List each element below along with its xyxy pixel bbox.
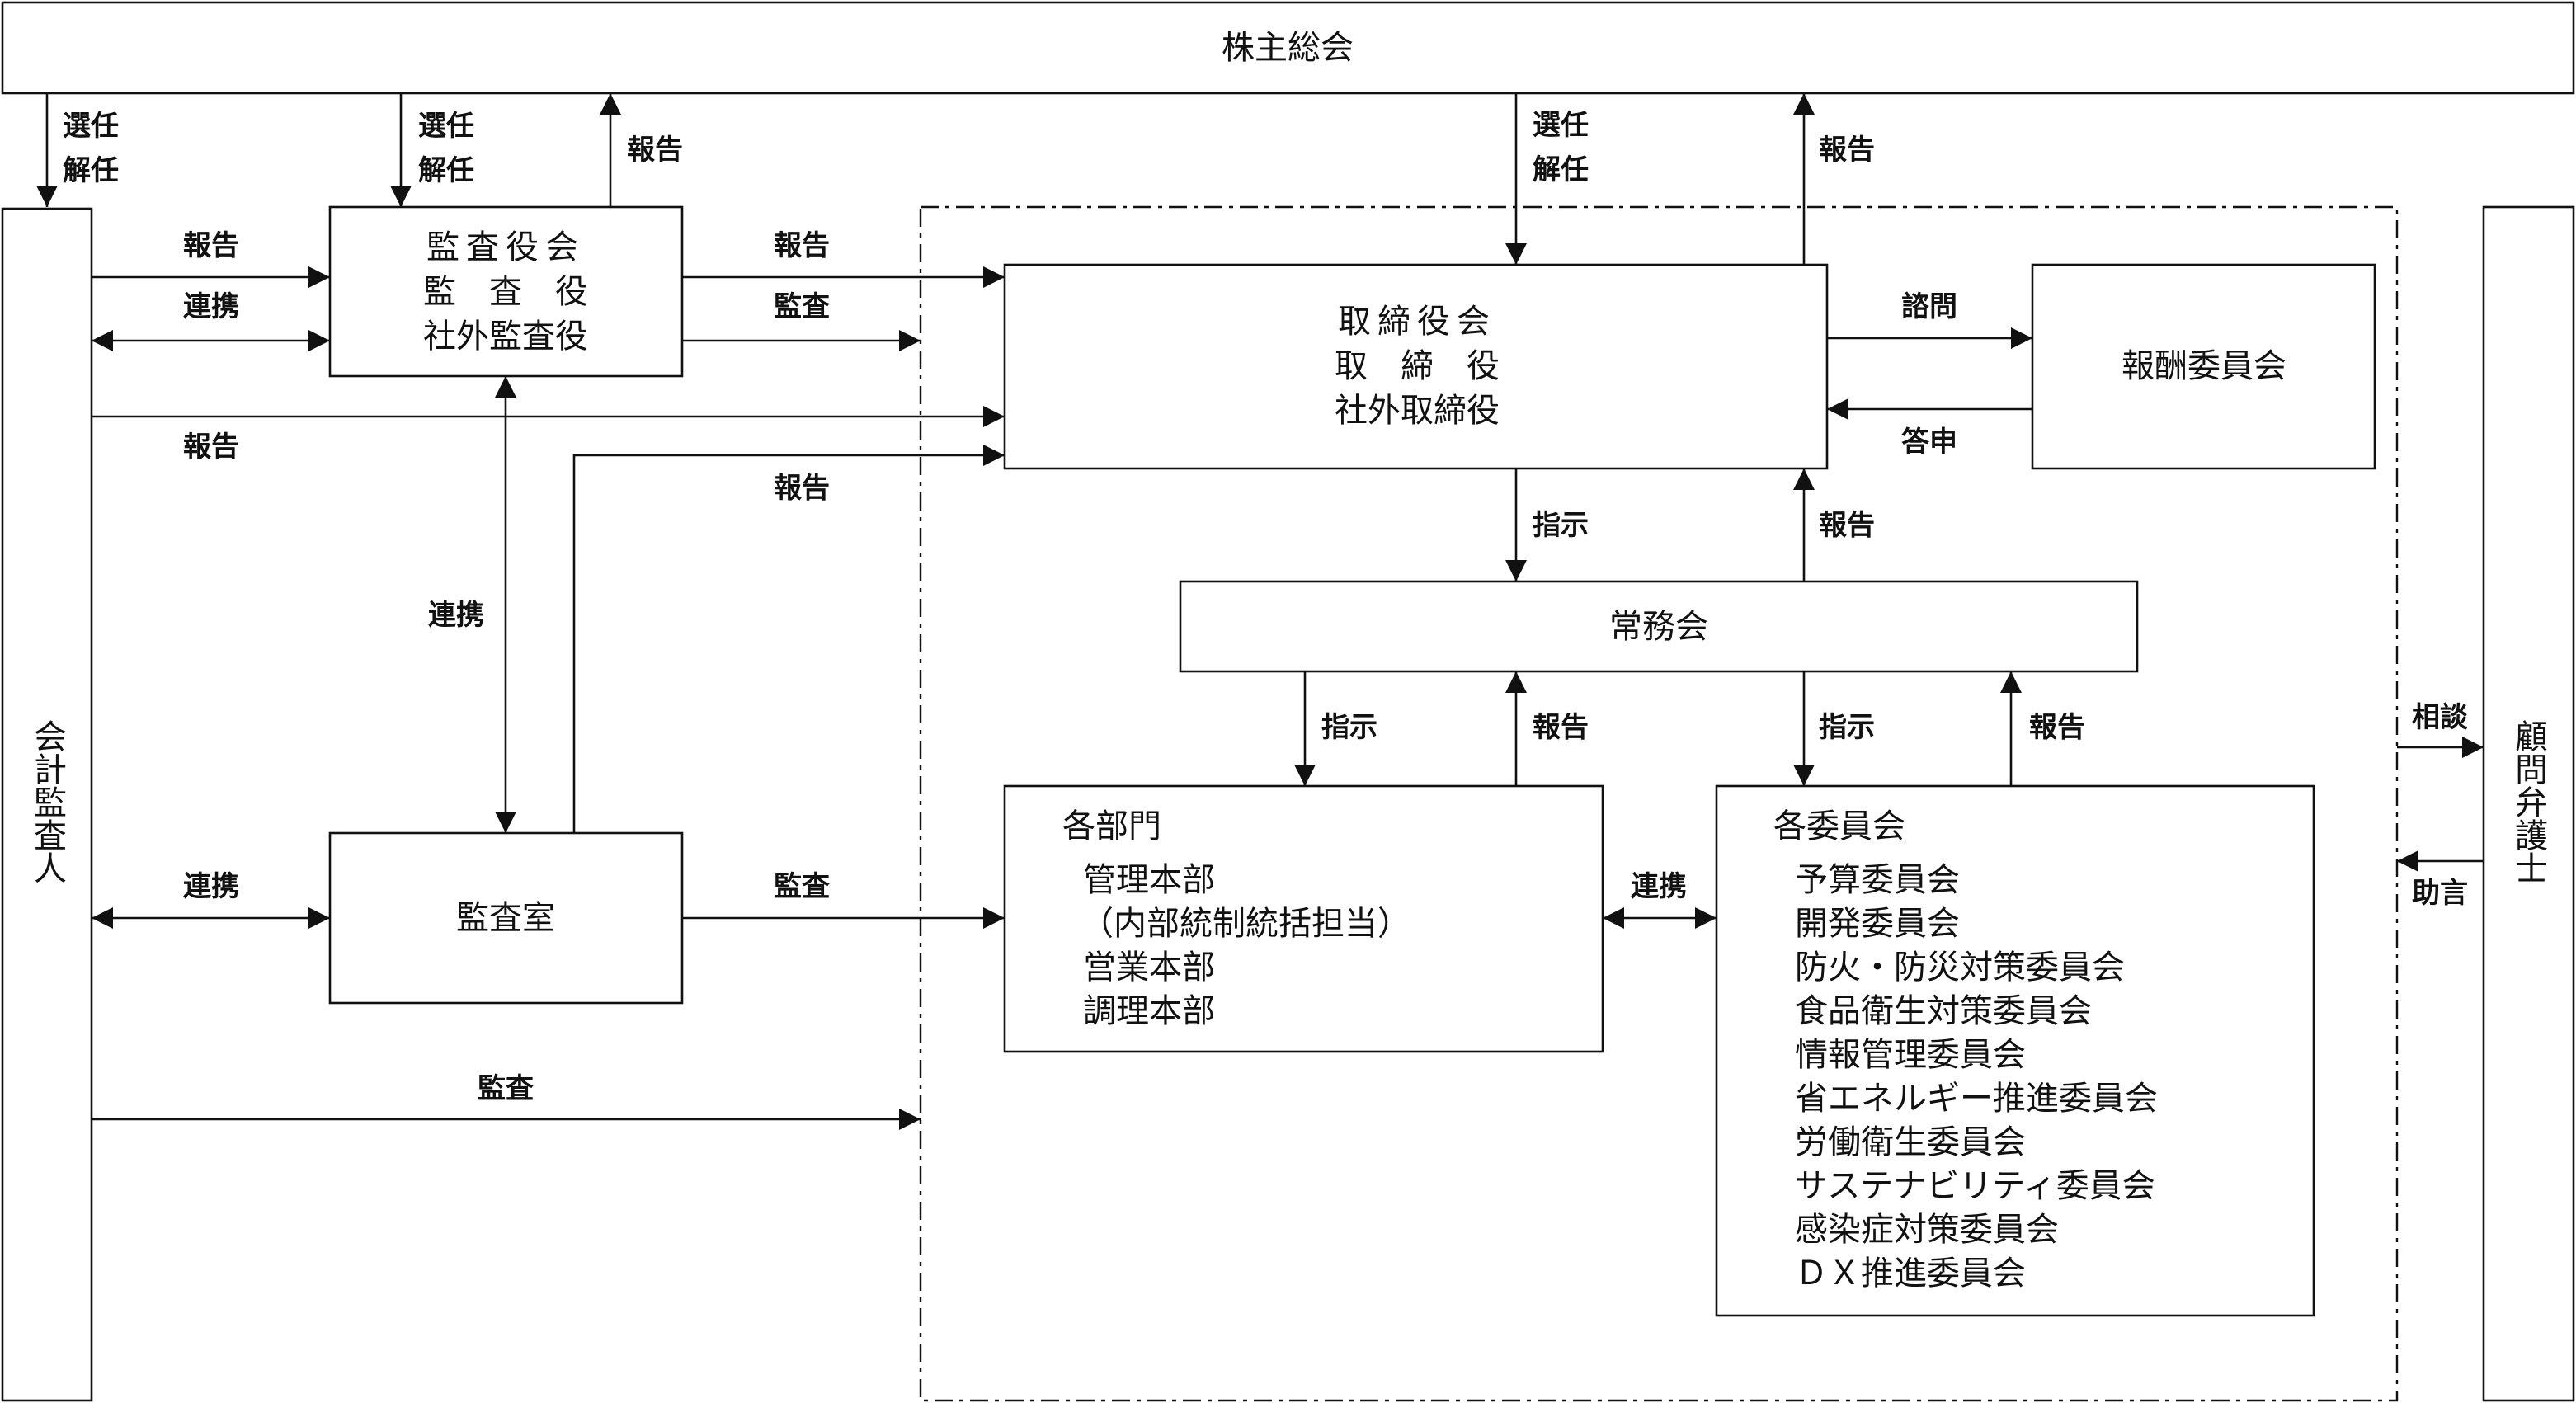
executive-committee-label: 常務会 [1609,608,1708,646]
committee-item: サステナビリティ委員会 [1795,1167,2155,1205]
report-label: 報告 [1533,711,1589,744]
department-item: 管理本部 [1083,861,1215,899]
executive-committee-box [1179,580,2139,673]
internal-organization-outline [919,205,2399,1402]
advice-label: 助言 [2412,877,2468,910]
committee-item: 省エネルギー推進委員会 [1795,1080,2158,1118]
committee-item: 感染症対策委員会 [1795,1211,2059,1249]
accounting-auditor-box [1,207,93,1402]
coop-label: 連携 [1631,870,1687,903]
coop-label: 連携 [183,290,239,323]
report-label: 報告 [2029,711,2085,744]
committees-box [1715,784,2315,1317]
audit-label: 監査 [478,1072,534,1105]
committees-title: 各委員会 [1773,807,1905,845]
committee-item: 情報管理委員会 [1795,1036,2026,1074]
auditors-board-box [328,205,684,378]
elect-label: 選任 [1533,109,1589,142]
auditors-board-label: 監査役会 [426,228,585,266]
elect-label: 選任 [63,110,119,143]
instruct-label: 指示 [1321,711,1377,744]
report-label: 報告 [1819,134,1875,167]
elect-label: 選任 [418,110,474,143]
committee-item: ＤＸ推進委員会 [1795,1255,2026,1292]
coop-label: 連携 [428,599,484,632]
department-item: 営業本部 [1083,949,1215,986]
shareholders-meeting-box [1,1,2575,95]
coop-label: 連携 [183,870,239,903]
report-auditoffice-to-board-arrow [572,445,1005,833]
remuneration-committee-box [2031,263,2376,470]
internal-audit-office-label: 監査室 [456,899,555,937]
department-item: 調理本部 [1083,992,1215,1030]
accounting-auditor-label: 会計監査人 [28,719,66,884]
instruct-label: 指示 [1533,509,1589,542]
report-label: 報告 [774,229,830,262]
instruct-label: 指示 [1819,711,1875,744]
audit-label: 監査 [774,870,830,903]
audit-label: 監査 [774,290,830,323]
board-of-directors-box [1003,263,1829,470]
report-label: 報告 [627,134,683,167]
dismiss-label: 解任 [1533,153,1589,186]
remuneration-committee-label: 報酬委員会 [2122,347,2286,385]
board-of-directors-label: 取締役会 [1338,303,1496,341]
report-label: 報告 [774,472,830,505]
department-item: （内部統制統括担当） [1081,905,1410,943]
departments-title: 各部門 [1062,807,1161,845]
dismiss-label: 解任 [418,154,474,187]
committee-item: 予算委員会 [1795,861,1960,899]
shareholders-meeting-label: 株主総会 [1222,29,1354,67]
outside-director-label: 社外取締役 [1335,392,1500,430]
answer-label: 答申 [1901,426,1957,459]
consult-label: 諮問 [1901,290,1957,323]
committee-item: 労働衛生委員会 [1795,1123,2026,1161]
departments-box [1003,784,1604,1053]
auditor-label: 監 査 役 [423,273,588,311]
legal-counsel-box [2482,205,2575,1402]
report-label: 報告 [183,229,239,262]
dismiss-label: 解任 [63,154,119,187]
report-label: 報告 [1819,509,1875,542]
report-label: 報告 [183,431,239,464]
committee-item: 食品衛生対策委員会 [1795,992,2092,1030]
committee-item: 防火・防災対策委員会 [1795,949,2125,986]
consultation-label: 相談 [2412,701,2469,734]
committee-item: 開発委員会 [1795,905,1960,943]
legal-counsel-label: 顧問弁護士 [2509,719,2547,884]
director-label: 取 締 役 [1335,347,1500,385]
outside-auditor-label: 社外監査役 [423,318,588,355]
